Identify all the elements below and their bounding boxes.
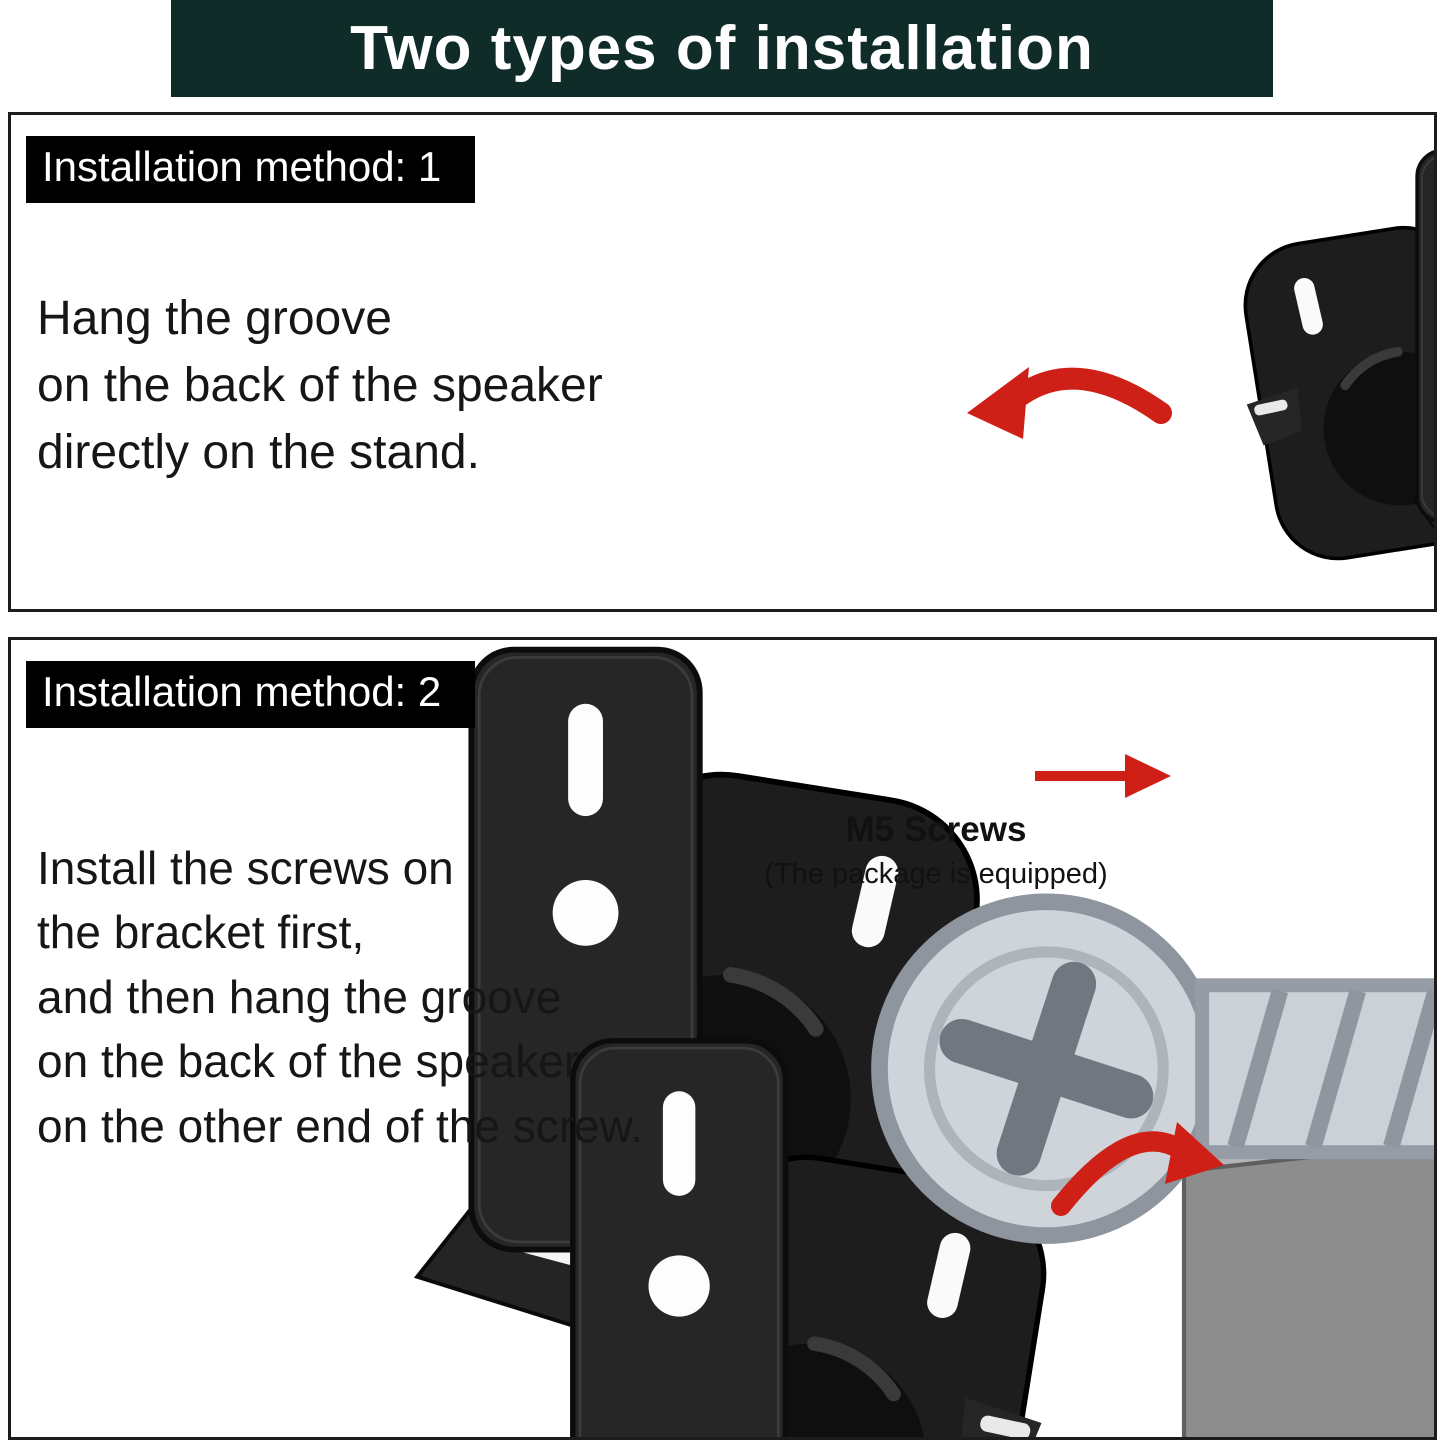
text-line: and then hang the groove (37, 970, 562, 1023)
text-line: directly on the stand. (37, 426, 480, 480)
method-2-illustration (11, 640, 1434, 1437)
method-1-instructions: Hang the groove on the back of the speak… (37, 285, 603, 487)
red-arrow-right-icon (1035, 754, 1171, 798)
method-2-label: Installation method: 2 (26, 661, 476, 728)
text-line: on the back of the speaker (37, 1035, 580, 1088)
page-title: Two types of installation (350, 14, 1094, 83)
text-line: the bracket first, (37, 906, 365, 959)
text-line: Install the screws on (37, 842, 454, 894)
method-1-label: Installation method: 1 (26, 136, 476, 203)
title-banner: Two types of installation (171, 0, 1273, 97)
red-arrow-curved-icon (1051, 1122, 1224, 1216)
screw-label: M5 Screws (845, 810, 1027, 849)
screw-note: (The package is equipped) (764, 858, 1108, 890)
method-2-instructions: Install the screws on the bracket first,… (37, 836, 643, 1158)
text-line: Hang the groove (37, 292, 392, 345)
red-arrow-left-icon (967, 367, 1172, 439)
method-1-illustration (967, 115, 1434, 609)
wall-bracket-illustration (1236, 150, 1434, 577)
text-line: on the back of the speaker (37, 359, 603, 413)
method-2-panel: Installation method: 2 M5 Screws (The pa… (8, 637, 1437, 1440)
text-line: on the other end of the screw. (37, 1099, 644, 1152)
screw-caption: M5 Screws (The package is equipped) (706, 810, 1166, 891)
method-1-panel: Installation method: 1 Hang the groove o… (8, 112, 1437, 612)
